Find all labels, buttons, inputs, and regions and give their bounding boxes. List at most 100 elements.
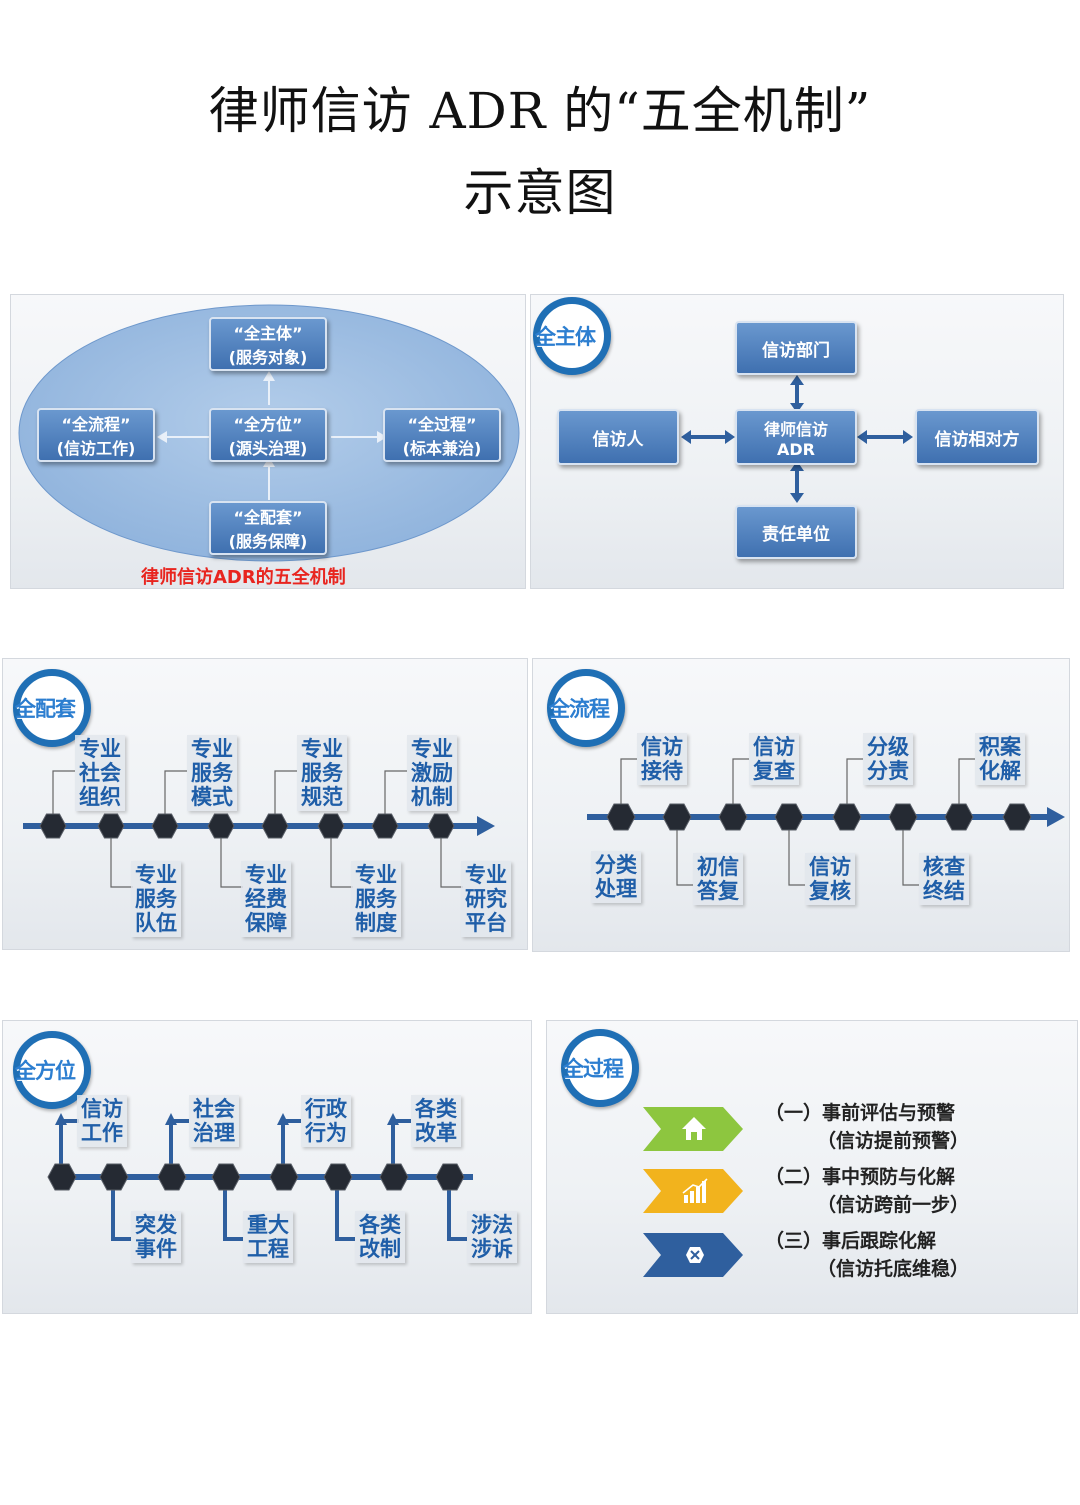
course-stage-before-note: （信访提前预警） (817, 1130, 970, 1152)
panel3-nodes (39, 813, 455, 839)
step-text: 服务 (191, 761, 233, 785)
page-subtitle-text: 示意图 (463, 164, 617, 222)
step-text: 服务 (135, 887, 177, 911)
panel4-nodes (606, 803, 1032, 831)
course-stage-before-title: （一）事前评估与预警 (765, 1102, 956, 1124)
step-text: 队伍 (135, 911, 177, 935)
box-all-process-sub: (信访工作) (56, 439, 136, 458)
panel5-nodes (47, 1163, 465, 1191)
panel-all-direction: 全方位 信访工作 社会治理 行政行为 各类改革 突发事件 重大工程 各类改制 涉… (2, 1020, 532, 1314)
direction-step-major-project: 重大工程 (243, 1211, 293, 1263)
panel6-graphics (643, 1107, 743, 1277)
node-responsible-unit: 责任单位 (735, 505, 857, 559)
direction-step-emergency: 突发事件 (131, 1211, 181, 1263)
process-step-backlog: 积案化解 (975, 733, 1025, 785)
step-text: 接待 (641, 759, 683, 783)
step-text: 事件 (135, 1237, 177, 1261)
step-text: 行为 (305, 1121, 347, 1145)
step-text: 专业 (191, 737, 233, 761)
node-petition-department: 信访部门 (735, 321, 857, 375)
process-step-recheck: 信访复核 (805, 853, 855, 905)
step-text: 初信 (697, 855, 739, 879)
step-text: 专业 (135, 863, 177, 887)
badge-all-support: 全配套 (13, 669, 91, 747)
step-text: 机制 (411, 785, 453, 809)
step-text: 组织 (79, 785, 121, 809)
panel-all-support: 全配套 专业社会组织 专业服务模式 专业服务规范 专业激励机制 专业服务队伍 专… (2, 658, 528, 950)
box-all-support-title: “全配套” (233, 508, 303, 527)
bar-chart-icon (682, 1178, 708, 1203)
process-step-grading: 分级分责 (863, 733, 913, 785)
step-text: 专业 (301, 737, 343, 761)
panel5-timeline (47, 1113, 473, 1241)
badge-all-course-label: 全过程 (563, 1057, 624, 1081)
badge-all-course: 全过程 (561, 1029, 639, 1107)
support-step-social-org: 专业社会组织 (75, 735, 125, 811)
step-text: 信访 (809, 855, 851, 879)
node-petitioner: 信访人 (557, 409, 679, 465)
panel-all-process: 全流程 信访接待 信访复查 分级分责 积案化解 分类处理 初信答复 信访复核 核… (532, 658, 1070, 952)
badge-all-subject: 全主体 (533, 297, 611, 375)
panel3-timeline (23, 770, 495, 888)
page-title-text: 律师信访 ADR 的“五全机制” (208, 82, 872, 140)
node-petitioner-label: 信访人 (592, 429, 644, 450)
step-text: 积案 (979, 735, 1021, 759)
house-icon (682, 1117, 706, 1140)
support-step-service-norm: 专业服务规范 (297, 735, 347, 811)
support-step-system: 专业服务制度 (351, 861, 401, 937)
box-all-process: “全流程”(信访工作) (37, 408, 155, 462)
support-step-funding: 专业经费保障 (241, 861, 291, 937)
page-title-line1: 律师信访 ADR 的“五全机制” (0, 86, 1080, 136)
step-text: 社会 (193, 1097, 235, 1121)
direction-step-governance: 社会治理 (189, 1095, 239, 1147)
node-lawyer-adr-line2: ADR (777, 439, 815, 459)
process-step-classify: 分类处理 (591, 851, 641, 903)
panel3-leaders (52, 770, 463, 888)
course-stage-after-title: （三）事后跟踪化解 (765, 1230, 937, 1252)
step-text: 研究 (465, 887, 507, 911)
panel-all-course: 全过程 （一）事前评估与预警 （信访提前预警） （二）事中预防与化解 （信访跨前… (546, 1020, 1078, 1314)
support-step-team: 专业服务队伍 (131, 861, 181, 937)
step-text: 专业 (79, 737, 121, 761)
badge-all-support-label: 全配套 (15, 697, 76, 721)
step-text: 信访 (641, 735, 683, 759)
hexagon-icon (686, 1247, 704, 1263)
step-text: 服务 (301, 761, 343, 785)
step-text: 各类 (359, 1213, 401, 1237)
support-step-incentive: 专业激励机制 (407, 735, 457, 811)
box-all-support: “全配套” (服务保障) (209, 501, 327, 555)
step-text: 行政 (305, 1097, 347, 1121)
box-all-course-title: “全过程” (407, 415, 477, 434)
step-text: 规范 (301, 785, 343, 809)
direction-step-administrative: 行政行为 (301, 1095, 351, 1147)
step-text: 终结 (923, 879, 965, 903)
step-text: 答复 (697, 879, 739, 903)
connector-arrows (163, 377, 381, 500)
panel-five-mechanism: “全主体”(服务对象) “全流程”(信访工作) “全方位”(源头治理) “全过程… (10, 294, 526, 589)
box-all-subject-title: “全主体” (233, 324, 303, 343)
subject-arrows (681, 375, 913, 503)
step-text: 激励 (411, 761, 453, 785)
step-text: 工作 (81, 1121, 123, 1145)
step-text: 分类 (595, 853, 637, 877)
box-all-support-sub: (服务保障) (228, 532, 308, 551)
panel5-arrowheads (55, 1113, 399, 1125)
node-counterparty: 信访相对方 (915, 409, 1039, 465)
step-text: 专业 (465, 863, 507, 887)
badge-all-direction-label: 全方位 (15, 1059, 76, 1083)
badge-all-process-label: 全流程 (549, 697, 610, 721)
step-text: 化解 (979, 759, 1021, 783)
step-text: 保障 (245, 911, 287, 935)
step-text: 各类 (415, 1097, 457, 1121)
process-step-review: 信访复查 (749, 733, 799, 785)
box-all-subject: “全主体”(服务对象) (209, 317, 327, 371)
direction-step-litigation: 涉法涉诉 (467, 1211, 517, 1263)
node-lawyer-adr-line1: 律师信访 (763, 419, 828, 439)
step-text: 治理 (193, 1121, 235, 1145)
direction-step-restructure: 各类改制 (355, 1211, 405, 1263)
box-all-direction-sub: (源头治理) (228, 439, 308, 458)
step-text: 涉诉 (471, 1237, 513, 1261)
node-counterparty-label: 信访相对方 (934, 429, 1020, 450)
step-text: 服务 (355, 887, 397, 911)
